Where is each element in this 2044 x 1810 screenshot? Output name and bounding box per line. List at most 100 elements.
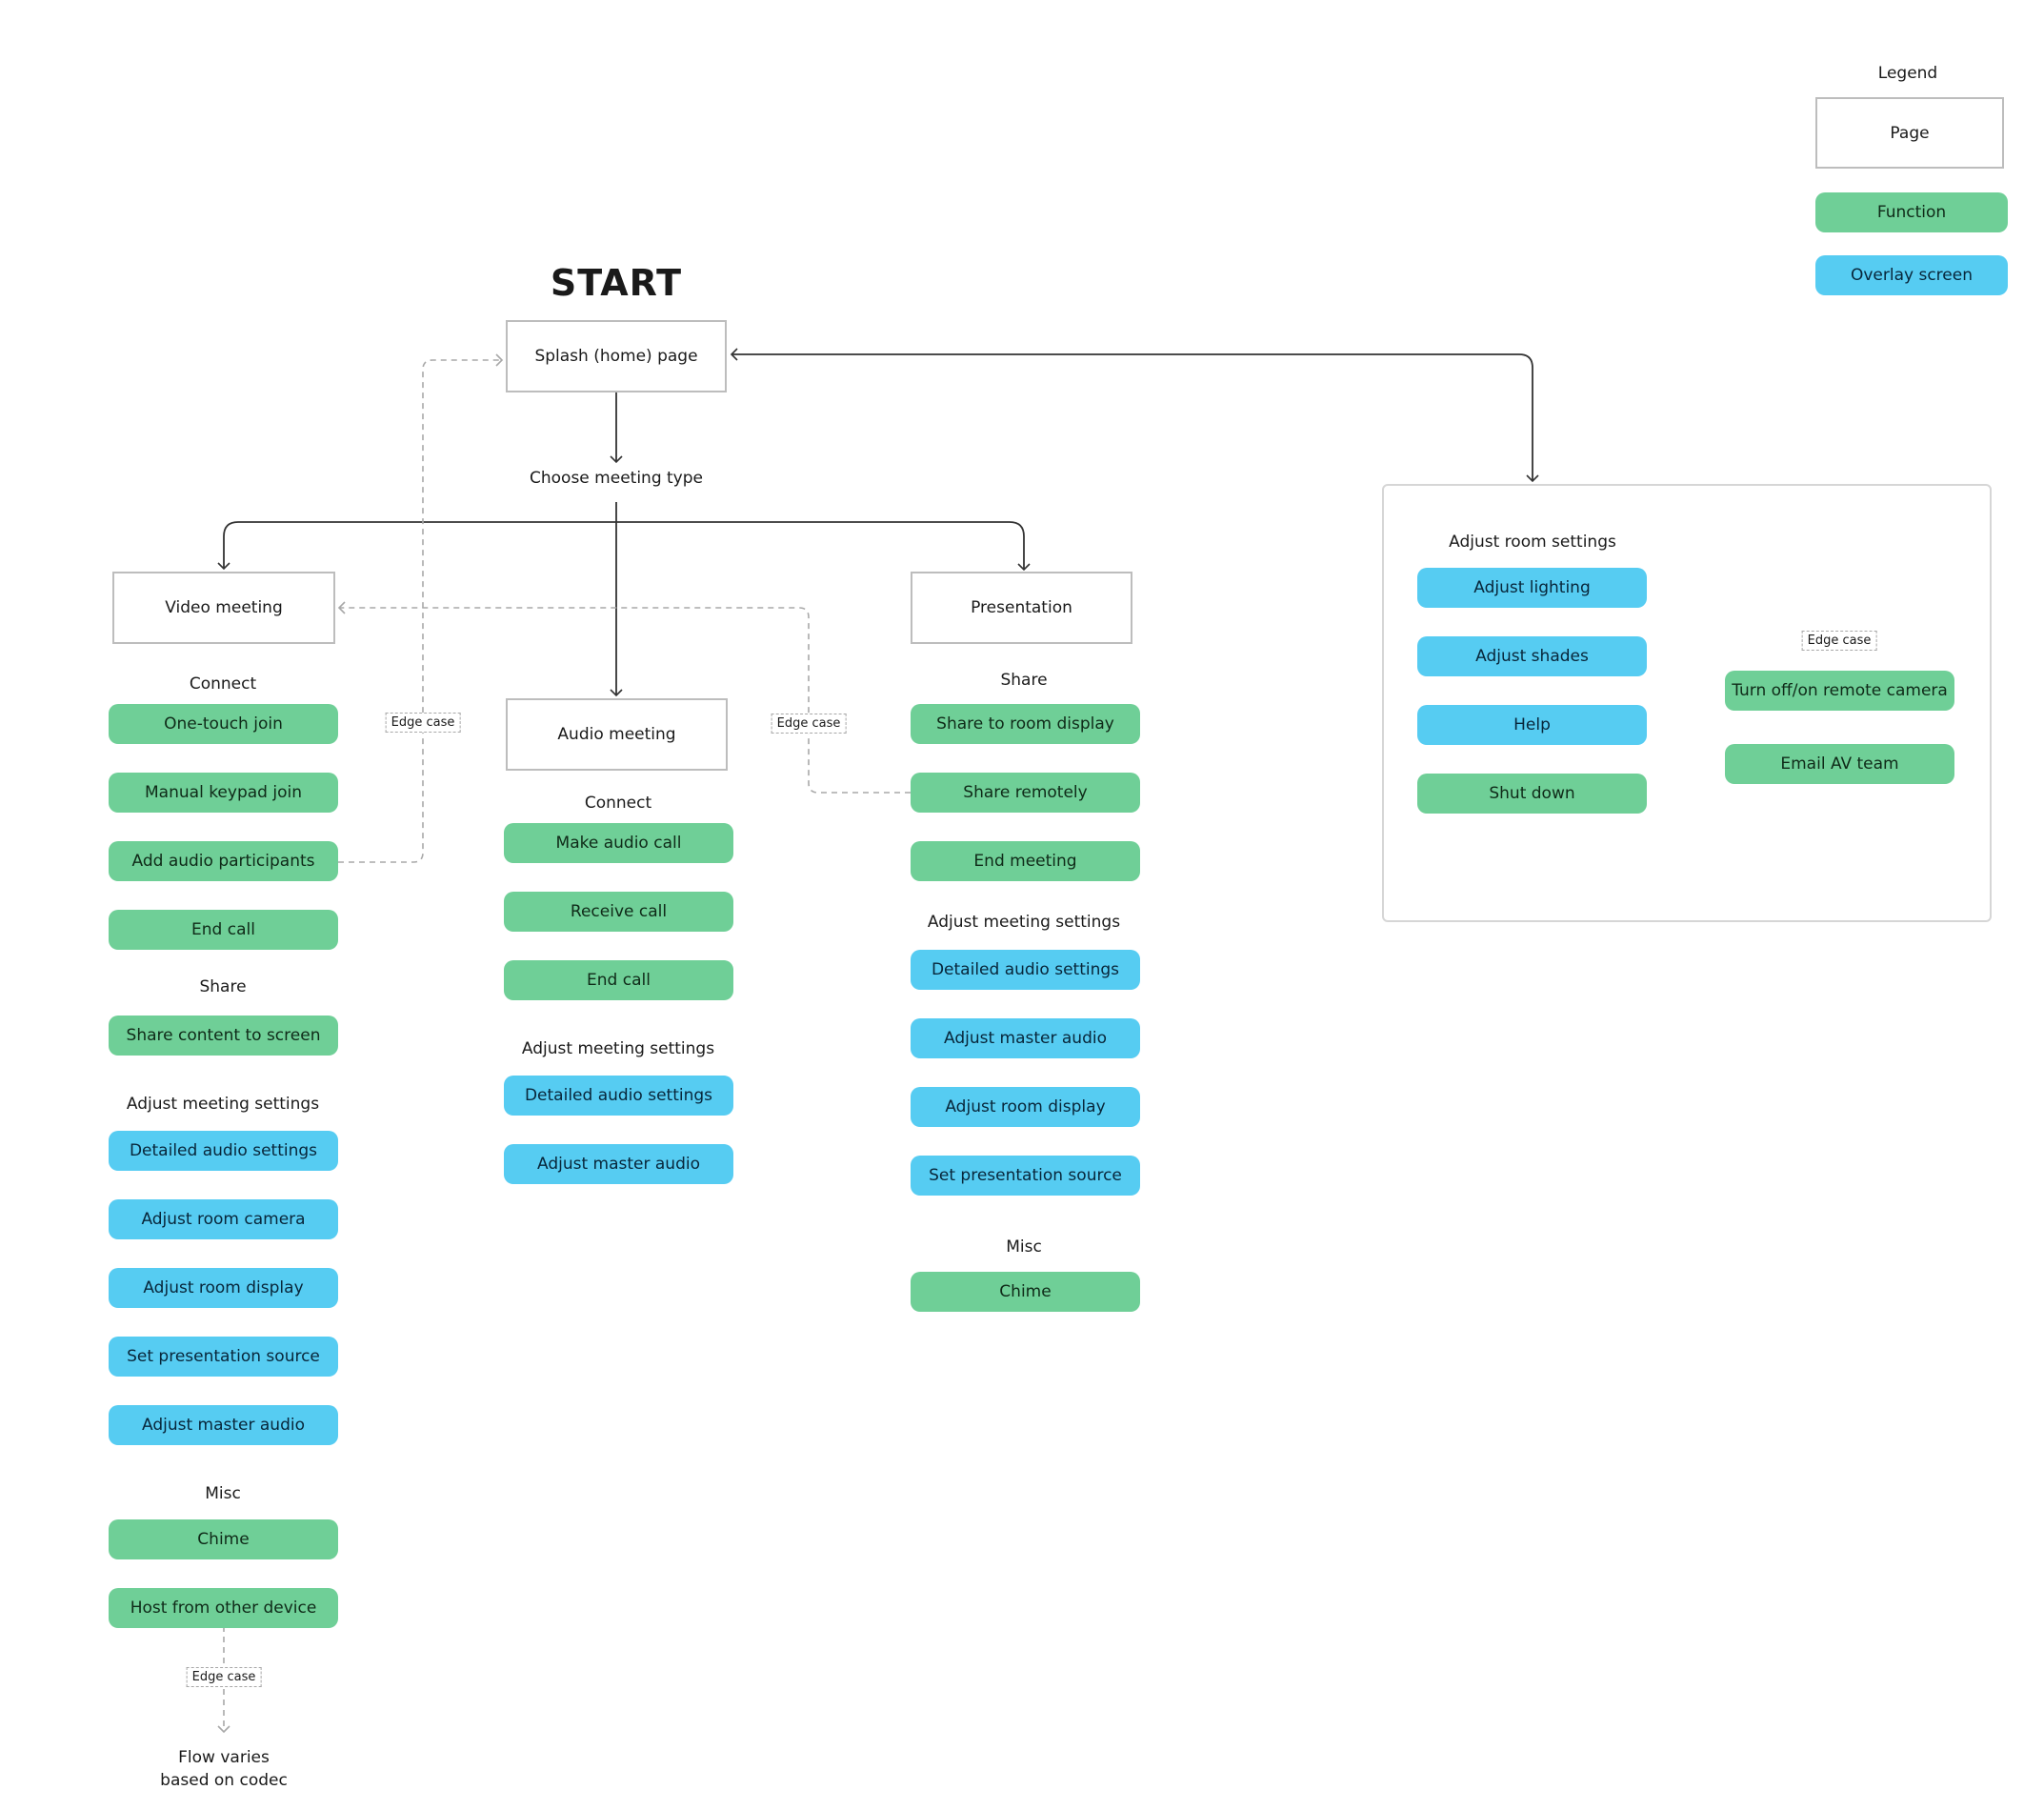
audio-meeting-node[interactable]: Audio meeting [506, 698, 728, 771]
video-share-content[interactable]: Share content to screen [109, 1016, 338, 1056]
video-adjust-display-label: Adjust room display [143, 1278, 304, 1297]
video-share-heading: Share [199, 977, 247, 996]
video-one-touch-join[interactable]: One-touch join [109, 704, 338, 744]
legend-page-label: Page [1890, 123, 1930, 143]
video-meeting-node[interactable]: Video meeting [112, 572, 335, 644]
start-heading: START [550, 262, 683, 304]
video-detailed-audio-label: Detailed audio settings [129, 1141, 318, 1160]
video-master-audio[interactable]: Adjust master audio [109, 1405, 338, 1445]
video-master-audio-label: Adjust master audio [141, 1416, 305, 1435]
legend-title: Legend [1877, 64, 1938, 83]
room-help-label: Help [1513, 715, 1551, 734]
audio-master-audio-label: Adjust master audio [536, 1155, 700, 1174]
video-manual-keypad-join-label: Manual keypad join [145, 783, 302, 802]
video-add-audio-participants[interactable]: Add audio participants [109, 841, 338, 881]
room-adjust-shades[interactable]: Adjust shades [1417, 636, 1647, 676]
connector-choose-to-video [217, 521, 616, 571]
room-email-av[interactable]: Email AV team [1725, 744, 1954, 784]
video-add-audio-participants-label: Add audio participants [131, 852, 315, 871]
presentation-end-meeting[interactable]: End meeting [911, 841, 1140, 881]
presentation-settings-heading: Adjust meeting settings [927, 913, 1121, 932]
room-help[interactable]: Help [1417, 705, 1647, 745]
presentation-share-room-label: Share to room display [936, 714, 1114, 734]
legend-page: Page [1815, 97, 2004, 169]
audio-end-call-label: End call [587, 971, 651, 990]
audio-meeting-label: Audio meeting [557, 725, 676, 744]
video-meeting-label: Video meeting [165, 598, 283, 617]
flow-varies-note: Flow varies based on codec [160, 1746, 288, 1792]
flow-note-line-2: based on codec [160, 1771, 288, 1790]
room-shut-down-label: Shut down [1489, 784, 1575, 803]
presentation-chime-label: Chime [999, 1282, 1052, 1301]
room-adjust-lighting[interactable]: Adjust lighting [1417, 568, 1647, 608]
presentation-chime[interactable]: Chime [911, 1272, 1140, 1312]
room-adjust-lighting-label: Adjust lighting [1473, 578, 1591, 597]
legend-function: Function [1815, 192, 2008, 232]
connector-choose-to-presentation [616, 521, 1031, 572]
video-adjust-display[interactable]: Adjust room display [109, 1268, 338, 1308]
audio-receive-call-label: Receive call [570, 902, 668, 921]
video-share-content-label: Share content to screen [126, 1026, 321, 1045]
legend-overlay: Overlay screen [1815, 255, 2008, 295]
room-adjust-shades-label: Adjust shades [1475, 647, 1589, 666]
edge-case-tag-add-audio: Edge case [385, 713, 461, 733]
dashed-addaudio-to-splash [338, 353, 504, 863]
audio-make-call-label: Make audio call [555, 834, 682, 853]
connector-splash-to-room [730, 348, 1539, 483]
room-remote-camera-label: Turn off/on remote camera [1732, 681, 1948, 700]
presentation-detailed-audio-label: Detailed audio settings [931, 960, 1120, 979]
video-presentation-source-label: Set presentation source [127, 1347, 320, 1366]
legend-overlay-label: Overlay screen [1850, 266, 1973, 285]
dashed-shareremote-to-video [337, 601, 911, 794]
video-settings-heading: Adjust meeting settings [126, 1095, 320, 1114]
audio-master-audio[interactable]: Adjust master audio [504, 1144, 733, 1184]
presentation-master-audio[interactable]: Adjust master audio [911, 1018, 1140, 1058]
room-settings-heading: Adjust room settings [1449, 533, 1616, 552]
audio-detailed-audio-label: Detailed audio settings [524, 1086, 713, 1105]
legend-function-label: Function [1876, 203, 1947, 222]
room-remote-camera[interactable]: Turn off/on remote camera [1725, 671, 1954, 711]
audio-make-call[interactable]: Make audio call [504, 823, 733, 863]
edge-case-tag-host: Edge case [186, 1667, 262, 1687]
video-adjust-camera[interactable]: Adjust room camera [109, 1199, 338, 1239]
presentation-source-label: Set presentation source [929, 1166, 1122, 1185]
video-connect-heading: Connect [189, 674, 257, 694]
video-end-call-label: End call [191, 920, 255, 939]
video-chime-label: Chime [197, 1530, 250, 1549]
edge-case-tag-share-remote: Edge case [771, 714, 847, 734]
presentation-detailed-audio[interactable]: Detailed audio settings [911, 950, 1140, 990]
presentation-share-heading: Share [1000, 671, 1048, 690]
flow-note-line-1: Flow varies [178, 1748, 270, 1767]
presentation-label: Presentation [971, 598, 1072, 617]
video-end-call[interactable]: End call [109, 910, 338, 950]
audio-end-call[interactable]: End call [504, 960, 733, 1000]
presentation-end-meeting-label: End meeting [973, 852, 1077, 871]
room-shut-down[interactable]: Shut down [1417, 774, 1647, 814]
video-chime[interactable]: Chime [109, 1519, 338, 1559]
presentation-master-audio-label: Adjust master audio [943, 1029, 1107, 1048]
video-misc-heading: Misc [205, 1484, 241, 1503]
presentation-misc-heading: Misc [1006, 1237, 1042, 1257]
audio-settings-heading: Adjust meeting settings [521, 1039, 715, 1058]
presentation-node[interactable]: Presentation [911, 572, 1132, 644]
presentation-share-remotely-label: Share remotely [963, 783, 1088, 802]
audio-connect-heading: Connect [584, 794, 652, 813]
choose-meeting-type: Choose meeting type [524, 469, 709, 488]
presentation-room-display[interactable]: Adjust room display [911, 1087, 1140, 1127]
video-detailed-audio[interactable]: Detailed audio settings [109, 1131, 338, 1171]
audio-receive-call[interactable]: Receive call [504, 892, 733, 932]
presentation-share-room[interactable]: Share to room display [911, 704, 1140, 744]
presentation-source[interactable]: Set presentation source [911, 1156, 1140, 1196]
presentation-share-remotely[interactable]: Share remotely [911, 773, 1140, 813]
video-presentation-source[interactable]: Set presentation source [109, 1337, 338, 1377]
presentation-room-display-label: Adjust room display [945, 1097, 1106, 1116]
audio-detailed-audio[interactable]: Detailed audio settings [504, 1076, 733, 1116]
video-one-touch-join-label: One-touch join [164, 714, 283, 734]
splash-page-label: Splash (home) page [534, 347, 698, 366]
splash-page-node[interactable]: Splash (home) page [506, 320, 727, 392]
video-manual-keypad-join[interactable]: Manual keypad join [109, 773, 338, 813]
video-host-other-device[interactable]: Host from other device [109, 1588, 338, 1628]
video-host-other-device-label: Host from other device [130, 1599, 317, 1618]
room-email-av-label: Email AV team [1780, 754, 1899, 774]
video-adjust-camera-label: Adjust room camera [141, 1210, 306, 1229]
